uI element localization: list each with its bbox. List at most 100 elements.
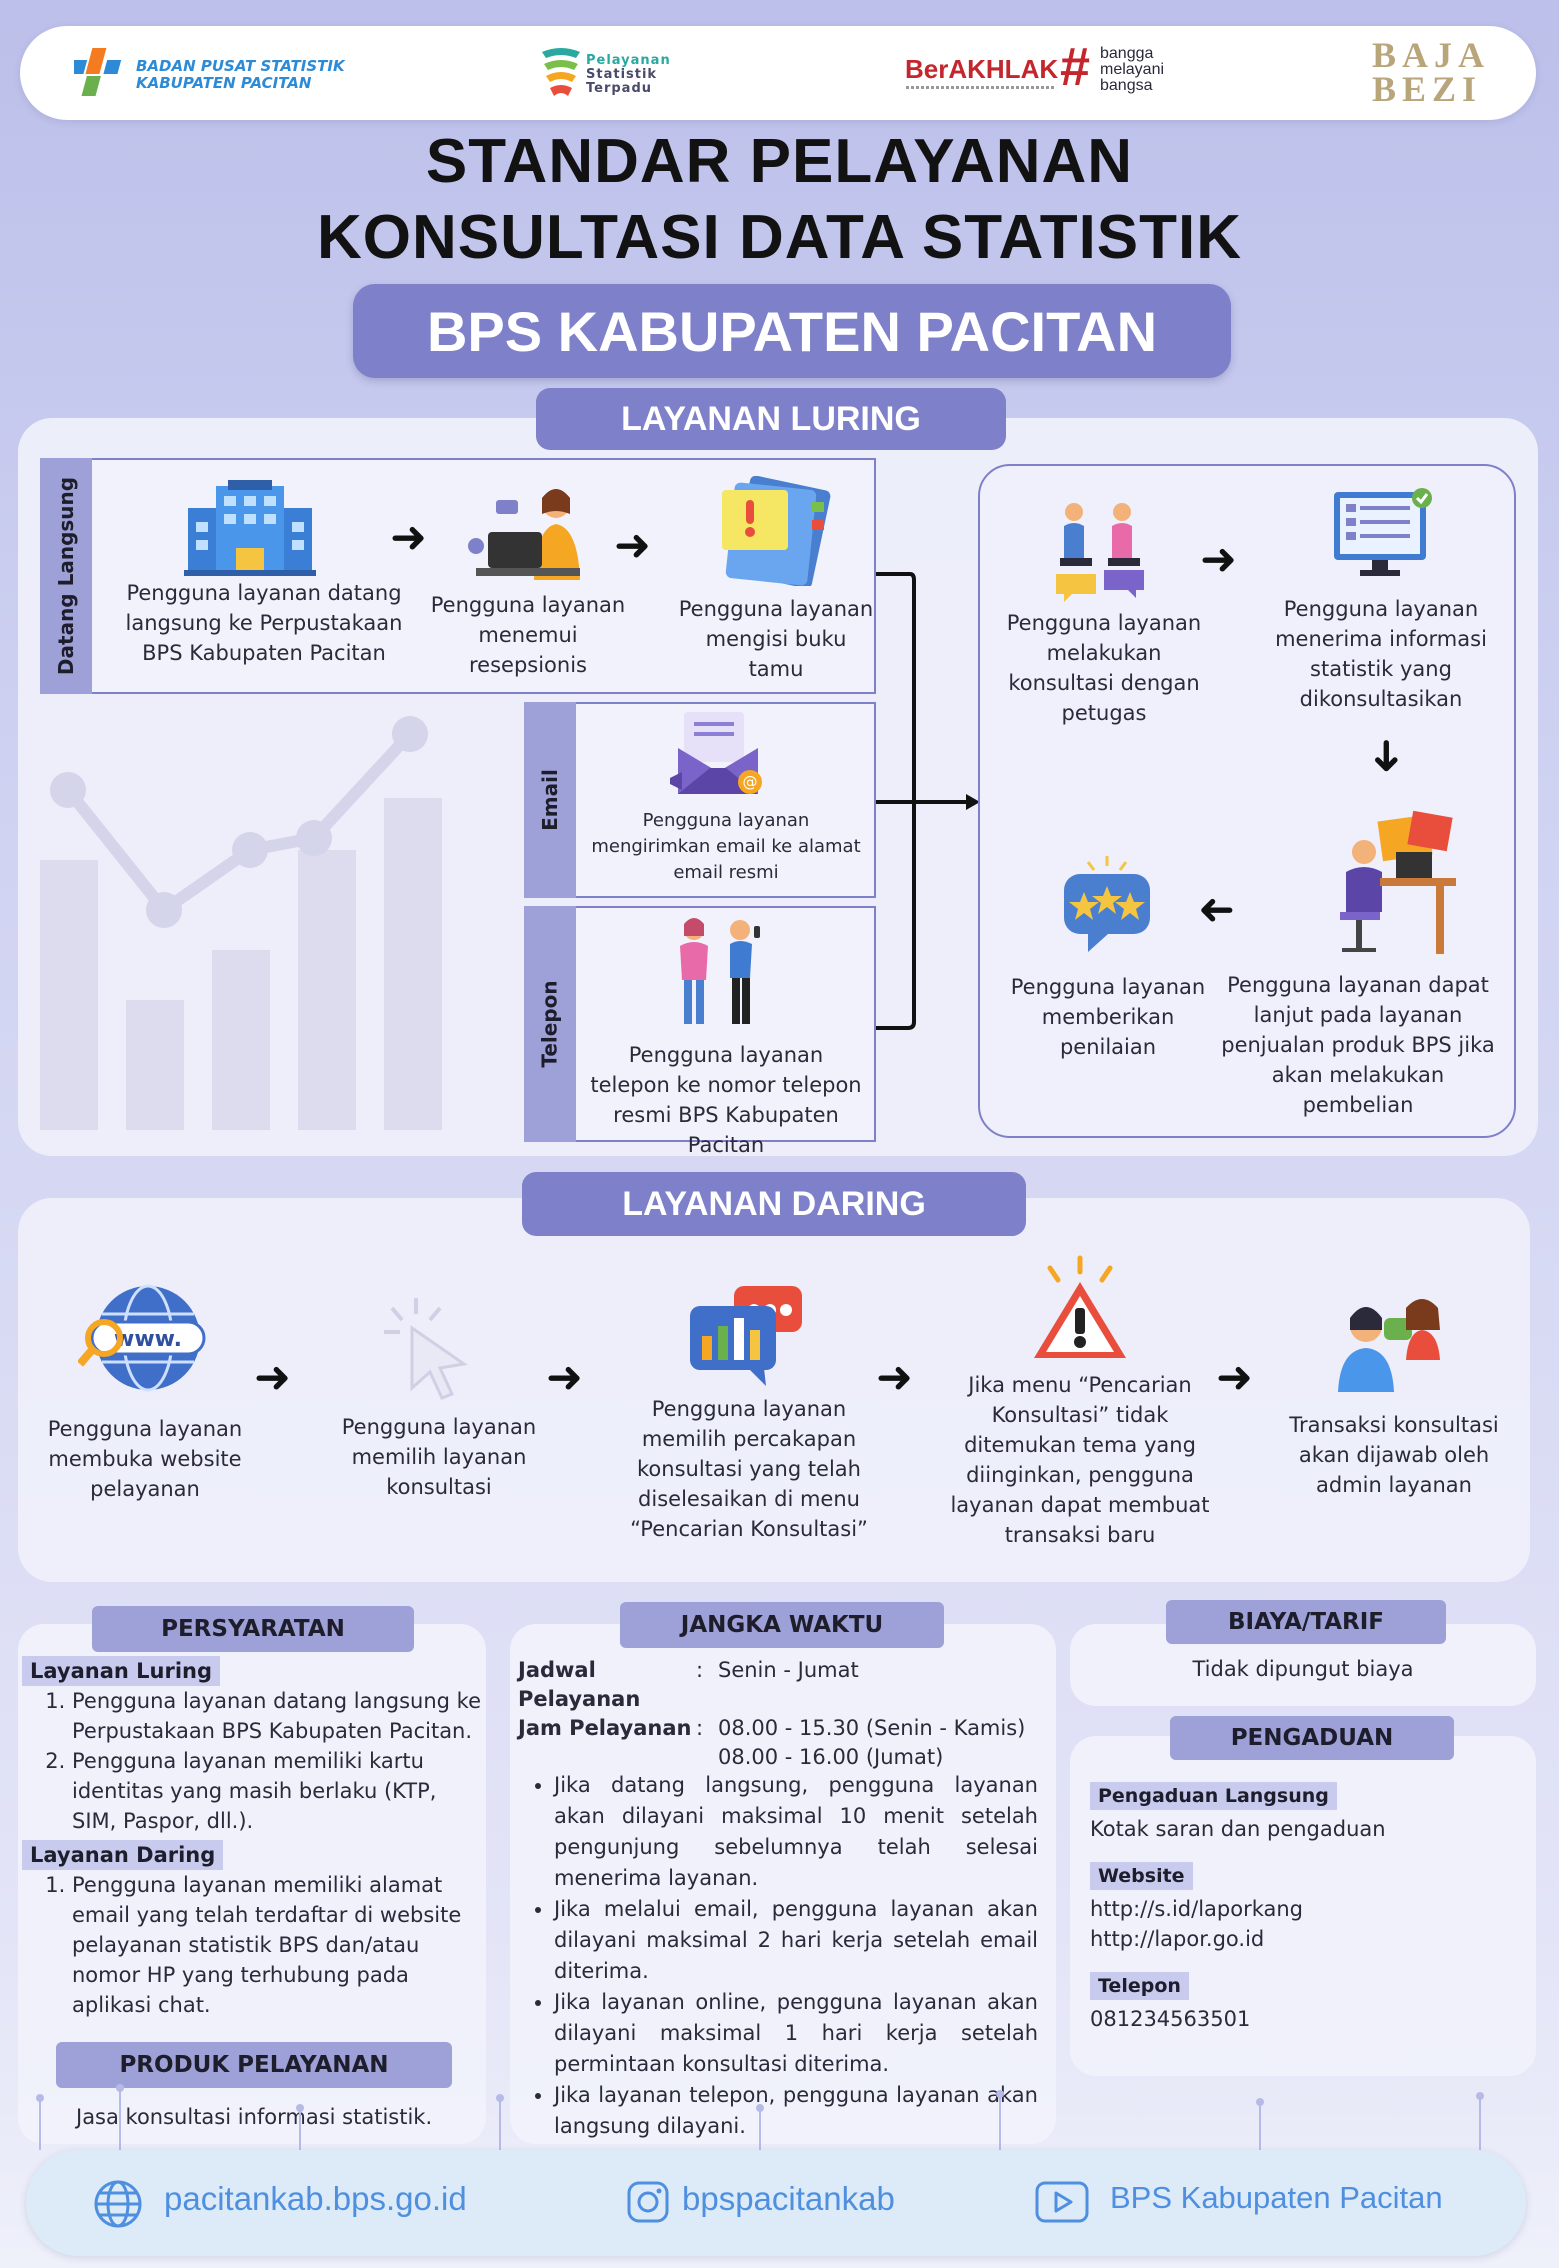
jam-label: Jam Pelayanan bbox=[518, 1716, 692, 1740]
youtube-icon bbox=[1035, 2181, 1089, 2223]
rating-stars-icon bbox=[1064, 856, 1150, 952]
page-title-line1: STANDAR PELAYANAN bbox=[425, 127, 1134, 196]
svg-text:@: @ bbox=[743, 773, 758, 791]
website-globe-icon: www. bbox=[78, 1284, 206, 1392]
tab-datang-label: Datang Langsung bbox=[54, 476, 79, 676]
admin-chat-icon bbox=[1338, 1299, 1440, 1392]
bangga-melayani-logo: bangga melayani bangsa bbox=[1100, 46, 1164, 94]
jangka-waktu-item: Jika melalui email, pengguna layanan aka… bbox=[554, 1894, 1038, 1987]
daring-step-2-text: Pengguna layanan memilih layanan konsult… bbox=[341, 1415, 537, 1499]
instagram-icon bbox=[627, 2181, 669, 2223]
berakhlak-tagline-decor bbox=[906, 86, 1056, 89]
jam-value-2: 08.00 - 16.00 (Jumat) bbox=[718, 1745, 944, 1769]
daring-heading: LAYANAN DARING bbox=[522, 1172, 1026, 1236]
sales-desk-icon bbox=[1340, 810, 1456, 954]
curved-arrow-icon: ➜ bbox=[1200, 534, 1237, 585]
daring-step-5-text: Transaksi konsultasi akan dijawab oleh a… bbox=[1289, 1413, 1499, 1497]
jam-value-1: 08.00 - 15.30 (Senin - Kamis) bbox=[718, 1716, 1026, 1740]
consultation-people-icon bbox=[1056, 503, 1144, 602]
step-datang-text: Pengguna layanan datang langsung ke Perp… bbox=[125, 581, 403, 665]
warning-icon bbox=[1034, 1255, 1126, 1358]
jangka-waktu-list: Jika datang langsung, pengguna layanan a… bbox=[516, 1770, 1038, 2142]
jadwal-label: Jadwal Pelayanan bbox=[518, 1658, 641, 1711]
header-bar bbox=[20, 26, 1536, 120]
daring-step-3-text: Pengguna layanan memilih percakapan kons… bbox=[630, 1397, 868, 1541]
jangka-waktu-item: Jika layanan telepon, pengguna layanan a… bbox=[554, 2080, 1038, 2142]
cursor-click-icon bbox=[384, 1298, 468, 1400]
daring-step-1-text: Pengguna layanan membuka website pelayan… bbox=[47, 1417, 243, 1501]
pengaduan-langsung-value: Kotak saran dan pengaduan bbox=[1090, 1817, 1386, 1841]
daring-panel bbox=[18, 1198, 1530, 1582]
curved-arrow-icon: ➜ bbox=[1198, 884, 1235, 935]
step-bukutamu-text: Pengguna layanan mengisi buku tamu bbox=[678, 597, 874, 681]
footer-youtube-link[interactable]: BPS Kabupaten Pacitan bbox=[1110, 2180, 1443, 2215]
tab-email-label: Email bbox=[538, 769, 562, 831]
page-subtitle: BPS KABUPATEN PACITAN bbox=[353, 284, 1231, 378]
bajabezi-logo: BAJA BEZI bbox=[1372, 37, 1484, 109]
pengaduan-langsung-label: Pengaduan Langsung bbox=[1090, 1782, 1337, 1810]
decorative-circuit-lines bbox=[36, 2084, 1484, 2150]
footer-bar bbox=[26, 2150, 1526, 2256]
bangga-line2: melayani bbox=[1100, 61, 1165, 78]
tab-telepon: Telepon bbox=[524, 906, 576, 1142]
jangka-waktu-item: Jika datang langsung, pengguna layanan a… bbox=[554, 1770, 1038, 1894]
tab-datang-langsung: Datang Langsung bbox=[40, 458, 92, 694]
pst-line1: Pelayanan bbox=[586, 53, 671, 68]
step-telepon-text: Pengguna layanan telepon ke nomor telepo… bbox=[590, 1043, 862, 1157]
tab-email: Email bbox=[524, 702, 576, 898]
pst-logo-icon bbox=[542, 48, 580, 96]
pengaduan-telepon-value: 081234563501 bbox=[1090, 2007, 1251, 2031]
produk-text: Jasa konsultasi informasi statistik. bbox=[76, 2105, 433, 2129]
pengaduan-heading: PENGADUAN bbox=[1170, 1716, 1454, 1760]
step-lanjut-text: Pengguna layanan dapat lanjut pada layan… bbox=[1221, 973, 1495, 1117]
footer-website-link[interactable]: pacitankab.bps.go.id bbox=[164, 2180, 467, 2217]
email-icon: @ bbox=[670, 712, 762, 794]
bangga-line3: bangsa bbox=[1100, 77, 1153, 94]
jadwal-value: Senin - Jumat bbox=[718, 1658, 859, 1682]
chat-chart-icon bbox=[690, 1286, 802, 1386]
colon-separator: : bbox=[696, 1716, 704, 1740]
page-title-line2: KONSULTASI DATA STATISTIK bbox=[316, 203, 1243, 272]
curved-arrow-icon: ➜ bbox=[1216, 1352, 1253, 1403]
persyaratan-luring-list: Pengguna layanan datang langsung ke Perp… bbox=[22, 1686, 482, 1836]
pengaduan-website-link-2[interactable]: http://lapor.go.id bbox=[1090, 1927, 1265, 1951]
persyaratan-daring-item: Pengguna layanan memiliki alamat email y… bbox=[72, 1870, 482, 2020]
pst-line2: Statistik bbox=[586, 67, 658, 82]
produk-heading: PRODUK PELAYANAN bbox=[56, 2042, 452, 2088]
building-icon bbox=[184, 480, 316, 576]
jangka-waktu-item: Jika layanan online, pengguna layanan ak… bbox=[554, 1987, 1038, 2080]
pst-line3: Terpadu bbox=[586, 81, 653, 96]
biaya-heading: BIAYA/TARIF bbox=[1166, 1600, 1446, 1644]
tab-telepon-label: Telepon bbox=[538, 980, 563, 1068]
persyaratan-daring-label: Layanan Daring bbox=[22, 1840, 224, 1870]
decorative-chart-graphic bbox=[40, 716, 442, 1130]
berakhlak-logo: BerAKHLAK bbox=[905, 54, 1059, 84]
pengaduan-website-label: Website bbox=[1090, 1862, 1193, 1890]
bps-logo-line1: BADAN PUSAT STATISTIK bbox=[136, 57, 345, 75]
curved-arrow-icon: ➜ bbox=[876, 1352, 913, 1403]
persyaratan-heading: PERSYARATAN bbox=[92, 1606, 414, 1652]
pengaduan-content: Pengaduan Langsung Kotak saran dan penga… bbox=[1090, 1782, 1520, 2034]
phone-call-people-icon bbox=[680, 918, 760, 1024]
www-icon-text: www. bbox=[114, 1327, 182, 1352]
hashtag-icon: # bbox=[1060, 37, 1091, 97]
step-menerima-text: Pengguna layanan menerima informasi stat… bbox=[1275, 597, 1487, 711]
bangga-line1: bangga bbox=[1100, 45, 1154, 62]
persyaratan-content: Layanan Luring Pengguna layanan datang l… bbox=[22, 1656, 482, 2020]
persyaratan-luring-label: Layanan Luring bbox=[22, 1656, 221, 1686]
curved-arrow-icon: ➜ bbox=[390, 512, 427, 563]
step-resepsionis-text: Pengguna layanan menemui resepsionis bbox=[430, 593, 626, 677]
footer-instagram-link[interactable]: bpspacitankab bbox=[682, 2180, 895, 2217]
bajabezi-line2: BEZI bbox=[1372, 69, 1483, 109]
jadwal-table: Jadwal Pelayanan : Senin - Jumat Jam Pel… bbox=[518, 1656, 1048, 1772]
receptionist-icon bbox=[468, 489, 580, 580]
guestbook-icon bbox=[722, 476, 831, 586]
bps-logo-line2: KABUPATEN PACITAN bbox=[136, 74, 312, 92]
luring-heading: LAYANAN LURING bbox=[536, 388, 1006, 450]
pengaduan-website-link-1[interactable]: http://s.id/laporkang bbox=[1090, 1897, 1304, 1921]
curved-arrow-icon: ➜ bbox=[1361, 737, 1413, 775]
step-email-text: Pengguna layanan mengirimkan email ke al… bbox=[591, 810, 861, 883]
pst-logo-text: Pelayanan Statistik Terpadu bbox=[586, 54, 671, 96]
step-penilaian-text: Pengguna layanan memberikan penilaian bbox=[1010, 975, 1206, 1059]
bps-logo-icon bbox=[74, 48, 122, 96]
